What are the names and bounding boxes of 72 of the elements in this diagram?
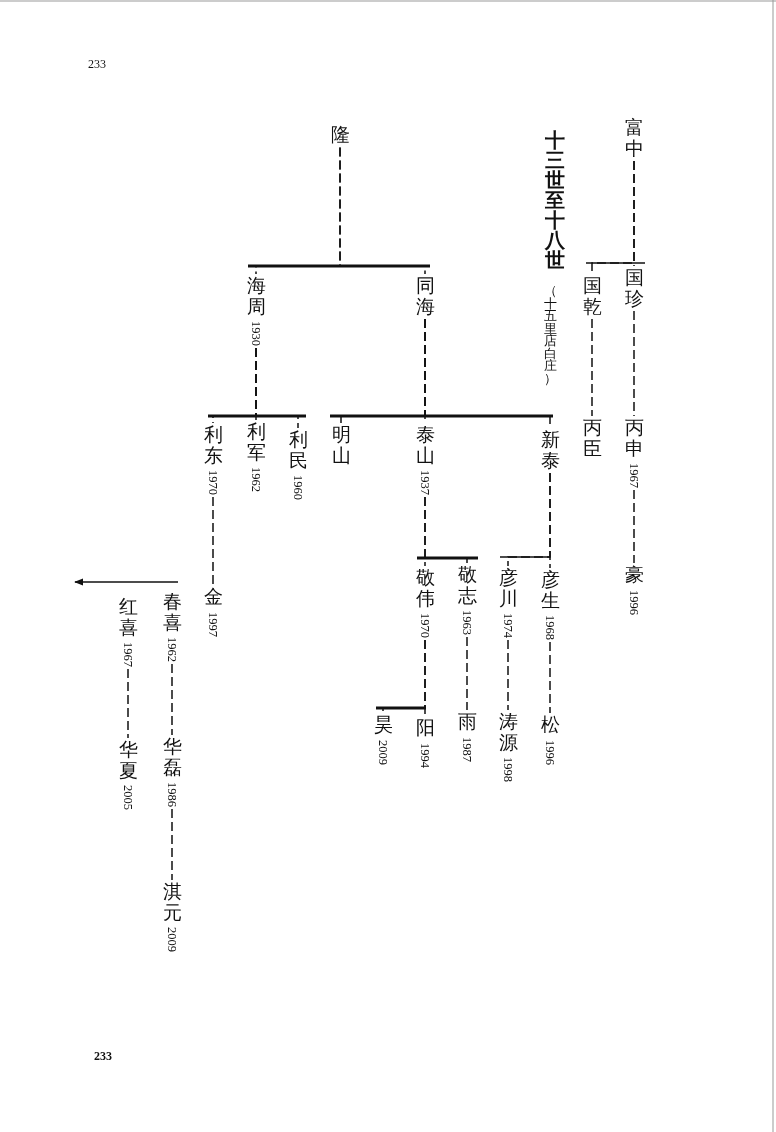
person-name: 明山 bbox=[331, 425, 351, 467]
birth-year: 1987 bbox=[460, 736, 474, 762]
person-name: 敬伟 bbox=[415, 568, 435, 610]
person-name: 利东 bbox=[203, 425, 223, 467]
lineage-line bbox=[255, 347, 299, 429]
birth-year: 1996 bbox=[543, 739, 557, 765]
person-name: 昊 bbox=[373, 715, 393, 736]
birth-year: 2005 bbox=[121, 785, 135, 811]
lineage-line bbox=[339, 146, 426, 275]
lineage-line bbox=[127, 668, 129, 739]
birth-year: 1962 bbox=[165, 637, 179, 663]
person-name: 红喜 bbox=[118, 597, 138, 639]
person-name: 新泰 bbox=[540, 430, 560, 472]
person-name: 国珍 bbox=[624, 268, 644, 310]
person-name: 春喜 bbox=[162, 592, 182, 634]
lineage-line bbox=[633, 310, 635, 417]
birth-year: 1974 bbox=[501, 613, 515, 639]
person-name: 利军 bbox=[246, 422, 266, 464]
person-name: 隆 bbox=[330, 125, 350, 146]
lineage-line bbox=[633, 489, 635, 564]
person-name: 金 bbox=[203, 587, 223, 608]
lineage-line bbox=[549, 641, 551, 714]
birth-year: 1970 bbox=[418, 613, 432, 639]
lineage-line bbox=[171, 808, 173, 881]
person-name: 彦川 bbox=[498, 568, 518, 610]
person-name: 富中 bbox=[624, 118, 644, 160]
birth-year: 1996 bbox=[627, 589, 641, 615]
birth-year: 1930 bbox=[249, 321, 263, 347]
title: 十三世至十八世 bbox=[545, 130, 565, 270]
lineage-line bbox=[424, 496, 468, 564]
lineage-line bbox=[466, 636, 468, 711]
lineage-line bbox=[549, 472, 551, 569]
lineage-line bbox=[382, 639, 426, 714]
page-number: 233 bbox=[94, 1050, 112, 1062]
person-name: 丙申 bbox=[624, 418, 644, 460]
arrow bbox=[74, 578, 179, 586]
person-name: 彦生 bbox=[540, 570, 560, 612]
birth-year: 1994 bbox=[418, 742, 432, 768]
birth-year: 1967 bbox=[627, 463, 641, 489]
birth-year: 1970 bbox=[206, 470, 220, 496]
person-name: 敬志 bbox=[457, 565, 477, 607]
birth-year: 1963 bbox=[460, 610, 474, 636]
person-name: 国乾 bbox=[582, 276, 602, 318]
person-name: 华磊 bbox=[162, 737, 182, 779]
person-name: 同海 bbox=[415, 276, 435, 318]
person-name: 豪 bbox=[624, 565, 644, 586]
person-name: 淇元 bbox=[162, 882, 182, 924]
person-name: 雨 bbox=[457, 712, 477, 733]
person-name: 涛源 bbox=[498, 712, 518, 754]
birth-year: 2009 bbox=[165, 927, 179, 953]
birth-year: 1986 bbox=[165, 782, 179, 808]
birth-year: 1968 bbox=[543, 615, 557, 641]
person-name: 海周 bbox=[246, 276, 266, 318]
person-name: 松 bbox=[540, 715, 560, 736]
page-number: 233 bbox=[88, 58, 106, 70]
birth-year: 2009 bbox=[376, 739, 390, 765]
birth-year: 1962 bbox=[249, 467, 263, 493]
person-name: 阳 bbox=[415, 718, 435, 739]
lineage-line bbox=[507, 639, 509, 711]
lineage-line bbox=[212, 496, 214, 586]
lineage-line bbox=[591, 318, 593, 417]
person-name: 泰山 bbox=[415, 425, 435, 467]
lineage-line bbox=[171, 663, 173, 736]
person-name: 丙臣 bbox=[582, 418, 602, 460]
birth-year: 1997 bbox=[206, 611, 220, 637]
birth-year: 1960 bbox=[291, 475, 305, 501]
birth-year: 1967 bbox=[121, 642, 135, 668]
birth-year: 1998 bbox=[501, 757, 515, 783]
person-name: 利民 bbox=[288, 430, 308, 472]
birth-year: 1937 bbox=[418, 470, 432, 496]
subtitle: （十五里店白庄） bbox=[543, 285, 557, 385]
person-name: 华夏 bbox=[118, 740, 138, 782]
